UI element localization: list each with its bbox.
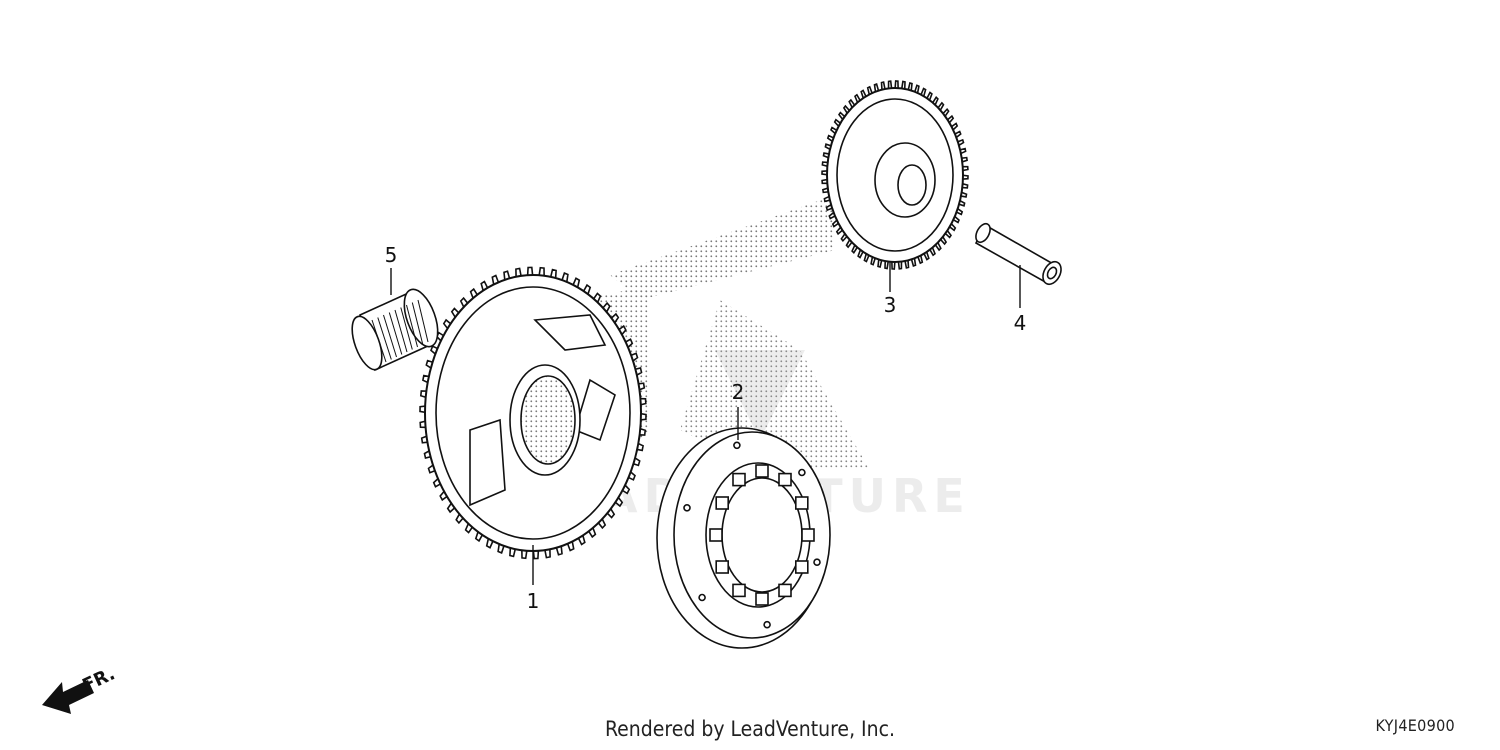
direction-label: FR. bbox=[79, 663, 118, 696]
clutch-sprag-slot bbox=[755, 464, 769, 478]
leader-lines bbox=[390, 262, 1021, 585]
clutch-sprag-slot bbox=[715, 496, 730, 510]
bearing-needle bbox=[383, 314, 397, 358]
clutch-sprag-slot bbox=[778, 472, 792, 487]
callout-5: 5 bbox=[385, 243, 398, 267]
starter-idle-gear bbox=[821, 80, 969, 270]
clutch-bolt-hole bbox=[683, 503, 691, 512]
bearing-needle bbox=[377, 317, 392, 360]
idle-gear-shaft bbox=[974, 222, 1062, 286]
clutch-sprag-slot bbox=[794, 560, 809, 574]
bearing-needle bbox=[400, 307, 413, 350]
clutch-bolt-hole bbox=[733, 441, 741, 450]
clutch-bolt-hole bbox=[763, 620, 771, 629]
render-credit: Rendered by LeadVenture, Inc. bbox=[605, 717, 895, 741]
starter-driven-gear bbox=[419, 266, 647, 560]
diagram-code: KYJ4E0900 bbox=[1375, 716, 1455, 735]
callout-2: 2 bbox=[732, 380, 745, 404]
arrow-icon bbox=[42, 680, 94, 714]
callout-1: 1 bbox=[527, 589, 540, 613]
bearing-needle bbox=[406, 304, 418, 348]
clutch-sprag-slot bbox=[715, 560, 730, 574]
one-way-clutch bbox=[656, 427, 831, 649]
callout-4: 4 bbox=[1014, 311, 1027, 335]
bearing-needle bbox=[394, 309, 408, 353]
front-direction-arrow: FR. bbox=[42, 663, 118, 714]
clutch-bolt-hole bbox=[813, 558, 821, 567]
bearing-needle bbox=[371, 319, 387, 363]
clutch-sprag-slot bbox=[709, 528, 723, 542]
clutch-sprag-slot bbox=[801, 528, 815, 542]
bearing-needle bbox=[411, 302, 424, 345]
needle-bearing bbox=[351, 288, 439, 372]
callout-3: 3 bbox=[884, 293, 897, 317]
clutch-sprag-slot bbox=[755, 592, 769, 606]
clutch-sprag-slot bbox=[778, 583, 792, 598]
clutch-bolt-hole bbox=[798, 468, 806, 477]
clutch-sprag-slot bbox=[794, 496, 809, 510]
bearing-needle bbox=[417, 299, 429, 343]
clutch-bolt-hole bbox=[698, 593, 706, 602]
clutch-sprag-slot bbox=[732, 472, 746, 487]
clutch-sprag-slot bbox=[732, 583, 746, 598]
bearing-needle bbox=[388, 312, 403, 355]
